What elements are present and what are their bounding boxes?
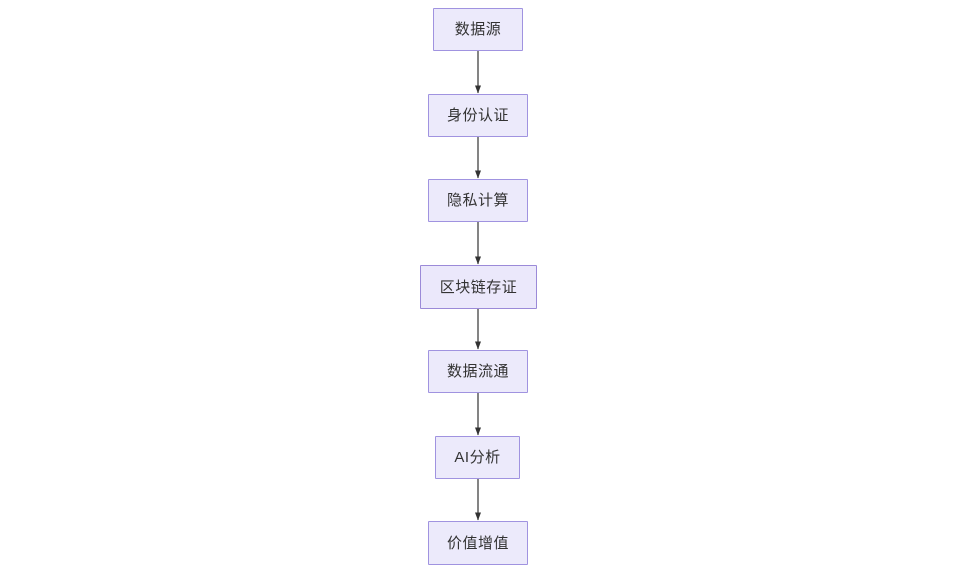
flow-node-label: 价值增值	[446, 534, 509, 552]
flow-node-n4[interactable]: 区块链存证	[420, 265, 537, 309]
flow-node-n6[interactable]: AI分析	[435, 436, 520, 479]
flow-node-label: 身份认证	[446, 107, 509, 124]
flow-node-label: AI分析	[454, 449, 501, 466]
flow-node-n7[interactable]: 价值增值	[428, 521, 528, 565]
flow-node-n2[interactable]: 身份认证	[428, 94, 528, 137]
flow-node-n5[interactable]: 数据流通	[428, 350, 528, 393]
flow-node-label: 区块链存证	[439, 278, 518, 296]
flow-node-label: 隐私计算	[446, 192, 509, 209]
flow-node-n3[interactable]: 隐私计算	[428, 179, 528, 222]
flow-node-n1[interactable]: 数据源	[433, 8, 523, 51]
flow-node-label: 数据流通	[446, 363, 509, 380]
flow-node-label: 数据源	[454, 21, 502, 38]
